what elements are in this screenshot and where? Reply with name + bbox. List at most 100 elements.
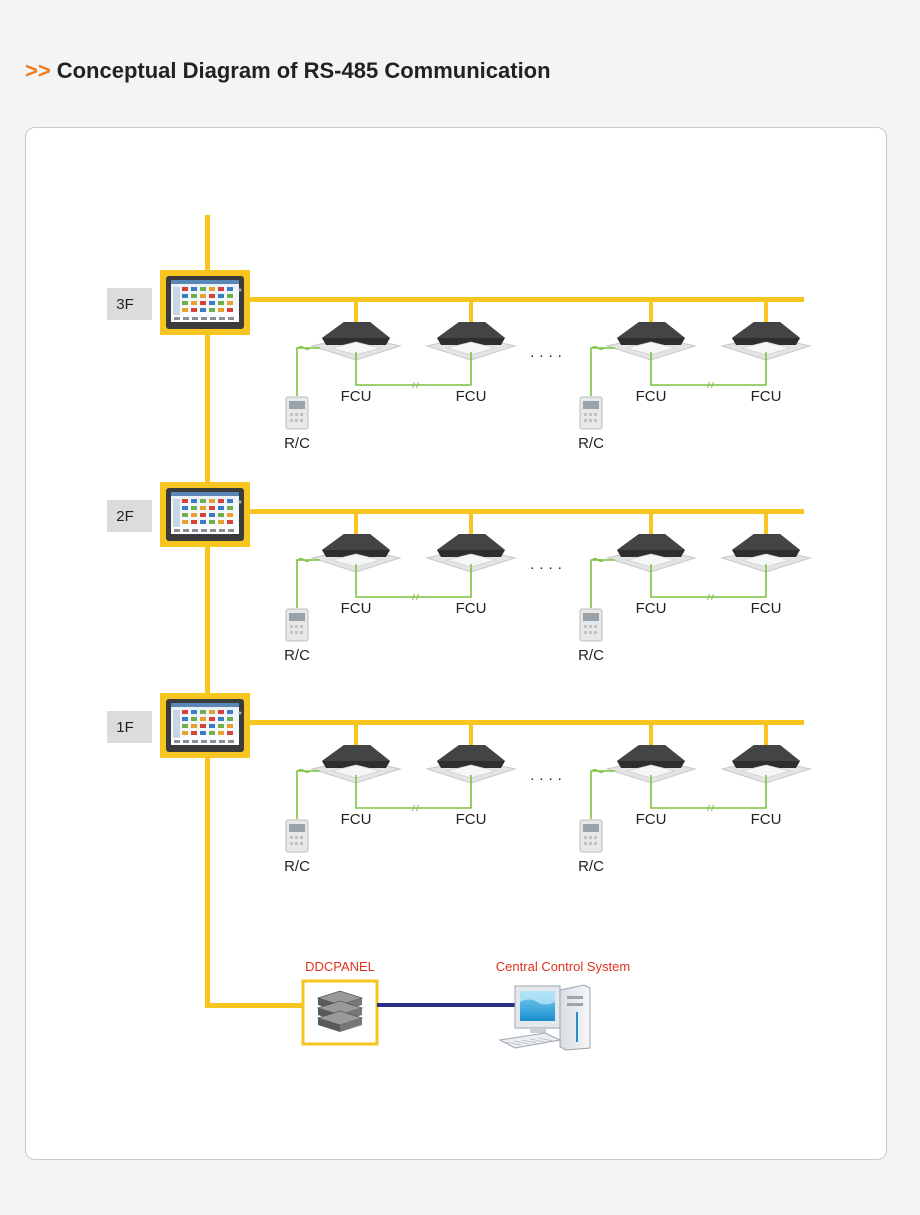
fcu-drop — [469, 300, 473, 322]
fcu-link-wire — [355, 775, 472, 809]
controller-tile — [218, 294, 224, 298]
controller-titlebar — [171, 703, 239, 707]
rc-display — [289, 613, 305, 621]
rc-key — [594, 413, 597, 416]
fcu-drop — [649, 300, 653, 322]
fcu-unit — [425, 322, 517, 361]
controller-tile — [182, 710, 188, 714]
gap-dots: · · · · — [530, 347, 562, 364]
rc-key — [594, 842, 597, 845]
floor-bus — [248, 509, 804, 514]
controller-tile — [209, 710, 215, 714]
riser-to-ddc — [205, 1003, 303, 1008]
floor-controller — [160, 482, 250, 547]
controller-button — [219, 317, 225, 320]
computer-drive — [567, 1003, 583, 1006]
fcu-top — [322, 534, 390, 550]
fcu-drop — [469, 512, 473, 534]
controller-tile — [209, 717, 215, 721]
fcu-label: FCU — [456, 811, 487, 828]
controller-titlebar — [171, 492, 239, 496]
controller-button — [201, 529, 207, 532]
fcu-label: FCU — [751, 811, 782, 828]
controller-tile — [182, 506, 188, 510]
fcu-label: FCU — [456, 600, 487, 617]
fcu-link-wire — [650, 775, 767, 809]
controller-button — [201, 740, 207, 743]
controller-tile — [200, 506, 206, 510]
controller-button — [183, 317, 189, 320]
fcu-top — [617, 534, 685, 550]
fcu-top — [617, 745, 685, 761]
controller-tile — [191, 717, 197, 721]
controller-sidebar — [173, 710, 180, 738]
controller-tile — [191, 287, 197, 291]
fcu-unit — [425, 745, 517, 784]
rc-key — [290, 842, 293, 845]
fcu-top — [322, 322, 390, 338]
controller-tile — [218, 499, 224, 503]
rc-wire — [590, 770, 615, 819]
rc-key — [584, 836, 587, 839]
controller-tile — [218, 513, 224, 517]
controller-tile — [200, 294, 206, 298]
rc-wire — [296, 770, 320, 819]
controller-button — [183, 529, 189, 532]
controller-tile — [182, 724, 188, 728]
controller-tile — [218, 287, 224, 291]
controller-tile — [191, 499, 197, 503]
fcu-link-wire — [355, 564, 472, 598]
fcu-grille — [740, 341, 792, 356]
controller-tile — [191, 520, 197, 524]
remote-controller — [285, 608, 309, 642]
fcu-unit — [310, 534, 402, 573]
fcu-unit — [720, 534, 812, 573]
rc-wire-coil — [297, 768, 311, 774]
ddc-panel-icon — [316, 990, 364, 1032]
controller-tile — [227, 308, 233, 312]
fcu-top — [437, 322, 505, 338]
fcu-unit — [310, 745, 402, 784]
controller-button — [219, 740, 225, 743]
controller-tile — [200, 287, 206, 291]
rc-label: R/C — [578, 435, 604, 452]
rc-wire-coil — [297, 345, 311, 351]
controller-tile — [209, 308, 215, 312]
fcu-drop — [764, 723, 768, 745]
controller-tile — [182, 717, 188, 721]
controller-tile — [218, 506, 224, 510]
rc-key — [584, 842, 587, 845]
controller-tile — [182, 294, 188, 298]
fcu-grille — [740, 553, 792, 568]
controller-button — [192, 317, 198, 320]
controller-led — [238, 288, 242, 292]
controller-tile — [227, 499, 233, 503]
controller-tile — [182, 308, 188, 312]
rc-key — [290, 625, 293, 628]
rc-display — [583, 401, 599, 409]
wire-break-mark — [707, 804, 710, 812]
ddc-panel-side — [318, 1018, 340, 1032]
controller-tile — [200, 731, 206, 735]
rc-key — [584, 419, 587, 422]
keyboard-keys — [529, 1038, 546, 1043]
rc-key — [290, 419, 293, 422]
controller-tile — [200, 499, 206, 503]
remote-controller — [579, 396, 603, 430]
rc-wire — [590, 347, 615, 396]
controller-tile — [200, 308, 206, 312]
rc-key — [300, 419, 303, 422]
floor-bus — [248, 297, 804, 302]
controller-tile — [227, 717, 233, 721]
floor-controller — [160, 693, 250, 758]
fcu-unit — [605, 745, 697, 784]
title-text: Conceptual Diagram of RS-485 Communicati… — [56, 58, 551, 83]
fcu-top — [322, 745, 390, 761]
rc-label: R/C — [284, 647, 310, 664]
fcu-link-wire — [355, 352, 472, 386]
controller-button — [228, 529, 234, 532]
fcu-grille — [445, 341, 497, 356]
controller-tile — [218, 717, 224, 721]
rc-wire — [296, 559, 320, 608]
controller-tile — [218, 710, 224, 714]
